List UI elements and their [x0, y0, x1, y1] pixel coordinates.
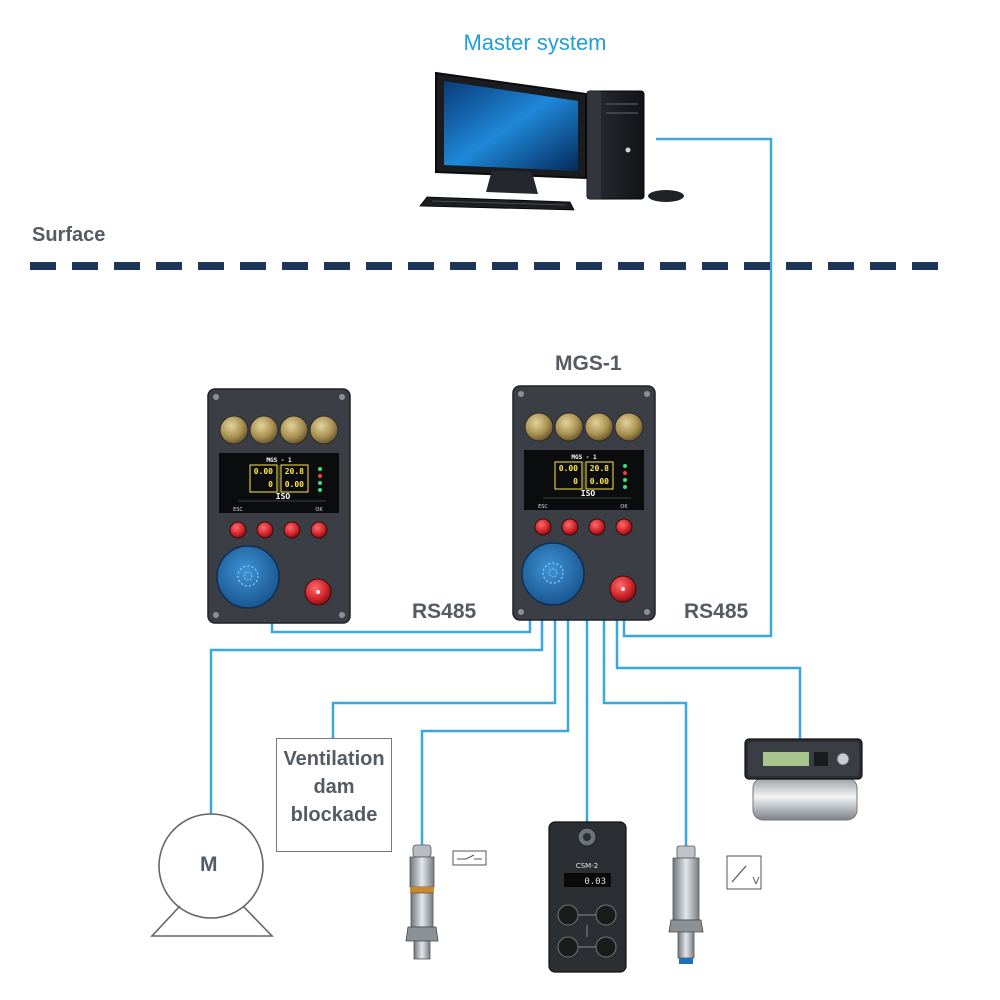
desktop-computer-icon: [419, 71, 684, 211]
panel-value-bottom-left: 0: [268, 480, 273, 489]
pressure-switch-sensor: [405, 844, 439, 960]
csm2-reading: 0.03: [584, 877, 606, 887]
cables: [209, 137, 802, 846]
panel-screen-title: MGS - 1: [266, 457, 292, 464]
ventilation-line-2: dam: [313, 776, 355, 798]
panel-value-top-right: 20.8: [590, 464, 609, 473]
master-system-label: Master system: [463, 30, 607, 55]
rs485-right-label: RS485: [684, 600, 749, 623]
panel-esc-label: ESC: [233, 507, 243, 513]
flow-meter-device: [744, 738, 863, 821]
motor-label: M: [200, 853, 218, 876]
analog-output-icon: V: [726, 855, 762, 890]
panel-ok-label: OK: [620, 504, 628, 510]
analog-pressure-sensor: [668, 845, 704, 964]
cable-to-flow-meter: [615, 619, 802, 739]
panel-value-bottom-left: 0: [573, 477, 578, 486]
csm2-title: CSM-2: [576, 862, 598, 870]
ventilation-line-1: Ventilation: [283, 748, 385, 770]
csm2-device: CSM-2 0.03: [548, 821, 627, 973]
mgs1-panel-left: MGS - 1 0.00 0 20.8 0.00 ISO ESC OK: [207, 388, 351, 624]
cable-to-switch-sensor: [420, 619, 570, 845]
panel-value-bottom-right: 0.00: [590, 477, 609, 486]
cable-to-motor: [209, 619, 544, 814]
cable-to-ventilation-box: [331, 619, 557, 738]
mgs1-label: MGS-1: [555, 352, 622, 375]
rs485-left-label: RS485: [412, 600, 477, 623]
ventilation-line-3: blockade: [290, 804, 378, 826]
svg-text:V: V: [753, 876, 760, 887]
cable-master-to-mgs1: [622, 137, 773, 638]
panel-value-top-left: 0.00: [254, 467, 273, 476]
switch-contact-icon: [452, 850, 487, 866]
ventilation-dam-blockade-box: Ventilation dam blockade: [276, 738, 392, 852]
surface-label: Surface: [32, 224, 106, 246]
panel-value-top-right: 20.8: [285, 467, 304, 476]
panel-ok-label: OK: [315, 507, 323, 513]
motor-icon: [150, 813, 274, 937]
mgs1-panel-main: MGS - 1 0.00 0 20.8 0.00 ISO ESC OK: [512, 385, 656, 621]
panel-esc-label: ESC: [538, 504, 548, 510]
ventilation-box-text: Ventilation dam blockade: [277, 745, 391, 829]
panel-logo: ISO: [581, 489, 596, 498]
panel-screen-title: MGS - 1: [571, 454, 597, 461]
cable-rs485-panel-link: [270, 619, 532, 634]
panel-value-top-left: 0.00: [559, 464, 578, 473]
cable-to-analog-sensor: [602, 619, 688, 846]
panel-logo: ISO: [276, 492, 291, 501]
panel-value-bottom-right: 0.00: [285, 480, 304, 489]
